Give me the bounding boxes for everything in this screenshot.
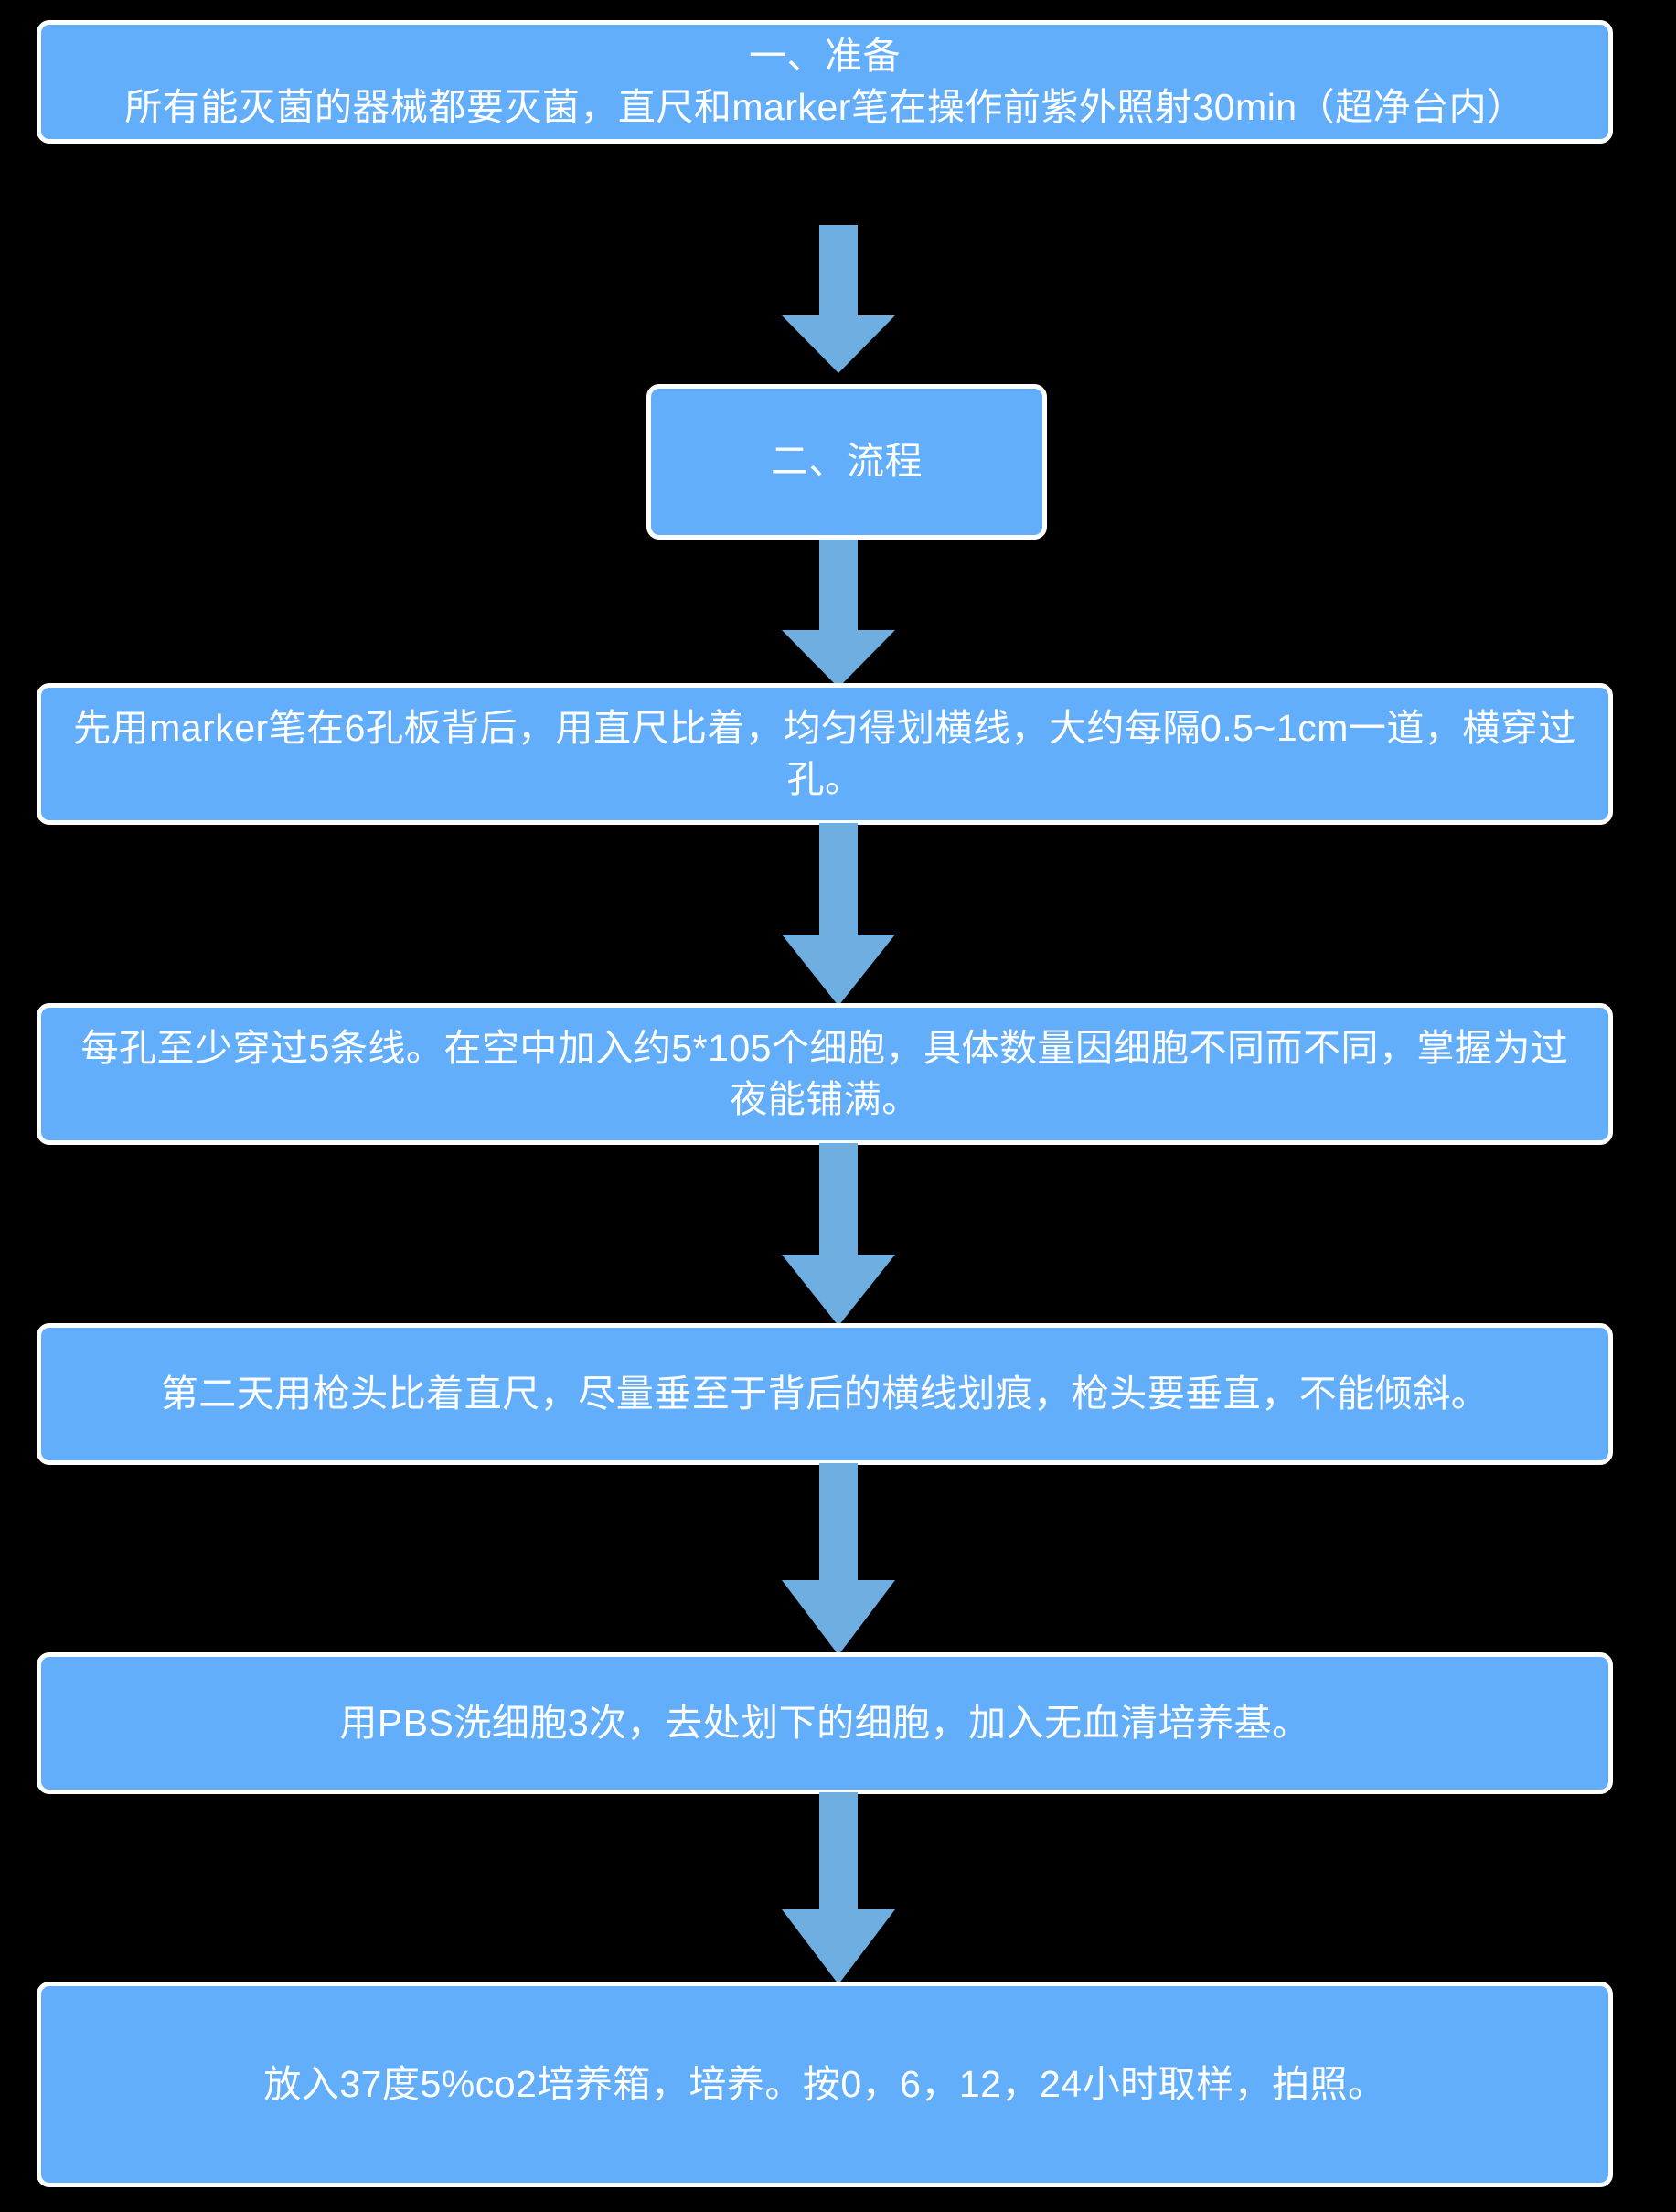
arrow-down-icon-3: [782, 823, 895, 1006]
node-label-draw-lines: 先用marker笔在6孔板背后，用直尺比着，均匀得划横线，大约每隔0.5~1cm…: [73, 707, 1576, 800]
arrow-down-icon-2: [782, 540, 895, 688]
node-label-incubate: 放入37度5%co2培养箱，培养。按0，6，12，24小时取样，拍照。: [263, 2062, 1386, 2105]
flowchart-node-incubate[interactable]: 放入37度5%co2培养箱，培养。按0，6，12，24小时取样，拍照。: [37, 1982, 1613, 2187]
arrow-down-icon-4: [782, 1143, 895, 1326]
arrow-down-icon-1: [782, 225, 895, 373]
node-label-cell-seeding: 每孔至少穿过5条线。在空中加入约5*105个细胞，具体数量因细胞不同而不同，掌握…: [80, 1027, 1569, 1120]
arrow-down-icon-5: [782, 1463, 895, 1655]
flowchart-node-procedure[interactable]: 二、流程: [646, 384, 1047, 540]
flowchart-node-prepare[interactable]: 一、准备 所有能灭菌的器械都要灭菌，直尺和marker笔在操作前紫外照射30mi…: [37, 20, 1613, 144]
flowchart-node-scratch[interactable]: 第二天用枪头比着直尺，尽量垂至于背后的横线划痕，枪头要垂直，不能倾斜。: [37, 1323, 1613, 1465]
flowchart-node-draw-lines[interactable]: 先用marker笔在6孔板背后，用直尺比着，均匀得划横线，大约每隔0.5~1cm…: [37, 683, 1613, 825]
flowchart-node-pbs-wash[interactable]: 用PBS洗细胞3次，去处划下的细胞，加入无血清培养基。: [37, 1652, 1613, 1794]
arrow-down-icon-6: [782, 1792, 895, 1984]
node-label-pbs-wash: 用PBS洗细胞3次，去处划下的细胞，加入无血清培养基。: [339, 1701, 1310, 1744]
node-label-scratch: 第二天用枪头比着直尺，尽量垂至于背后的横线划痕，枪头要垂直，不能倾斜。: [160, 1372, 1489, 1415]
node-label-prepare: 一、准备 所有能灭菌的器械都要灭菌，直尺和marker笔在操作前紫外照射30mi…: [124, 35, 1525, 128]
node-label-procedure: 二、流程: [771, 440, 923, 483]
flowchart-node-cell-seeding[interactable]: 每孔至少穿过5条线。在空中加入约5*105个细胞，具体数量因细胞不同而不同，掌握…: [37, 1003, 1613, 1145]
